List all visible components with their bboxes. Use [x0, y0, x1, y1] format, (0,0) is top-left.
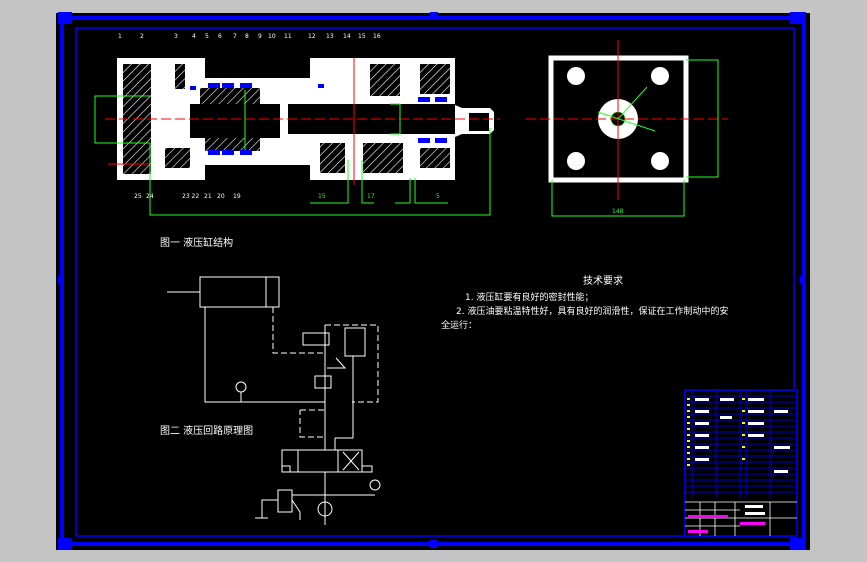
svg-text:6: 6 — [218, 33, 222, 40]
directional-valve — [281, 449, 363, 473]
svg-text:技术要求: 技术要求 — [583, 274, 623, 287]
svg-text:11: 11 — [284, 33, 292, 40]
svg-text:5: 5 — [436, 193, 440, 200]
signature-marks — [688, 515, 765, 533]
dimension-lines — [94, 90, 491, 216]
svg-text:9: 9 — [258, 33, 262, 40]
svg-text:25: 25 — [134, 193, 142, 200]
seals — [190, 83, 447, 155]
parts-list-grid — [685, 390, 797, 498]
svg-text:8: 8 — [245, 33, 249, 40]
hydraulic-circuit — [167, 276, 381, 525]
cylinder-section-view: 1 2 3 4 5 6 7 8 9 10 11 12 13 14 15 16 2… — [94, 33, 500, 249]
svg-text:13: 13 — [326, 33, 334, 40]
svg-text:全运行：: 全运行： — [441, 319, 477, 331]
svg-text:15: 15 — [318, 193, 326, 200]
svg-text:16: 16 — [373, 33, 381, 40]
end-view: 148 — [526, 40, 728, 217]
svg-text:7: 7 — [233, 33, 237, 40]
part-numbers-bottom: 25 24 23 22 21 20 19 — [134, 193, 241, 200]
svg-text:17: 17 — [367, 193, 375, 200]
frame-markers — [58, 12, 806, 550]
item-numbers — [687, 398, 745, 466]
svg-text:1: 1 — [118, 33, 122, 40]
svg-text:4: 4 — [192, 33, 196, 40]
svg-text:10: 10 — [268, 33, 276, 40]
svg-text:3: 3 — [174, 33, 178, 40]
bolt-holes — [567, 67, 669, 170]
svg-text:20: 20 — [217, 193, 225, 200]
svg-text:2: 2 — [140, 33, 144, 40]
svg-text:12: 12 — [308, 33, 316, 40]
figure2-caption: 图二 液压回路原理图 — [160, 424, 253, 437]
svg-text:5: 5 — [205, 33, 209, 40]
pump-symbol — [317, 501, 333, 517]
svg-text:24: 24 — [146, 193, 154, 200]
technical-requirements: 技术要求 1. 液压缸要有良好的密封性能； 2. 液压油要粘温特性好，具有良好的… — [441, 274, 728, 331]
title-block — [684, 389, 798, 537]
part-numbers-top: 1 2 3 4 5 6 7 8 9 10 11 12 13 14 15 16 — [118, 33, 381, 40]
svg-text:2. 液压油要粘温特性好，具有良好的润滑性，保证在工作制动中: 2. 液压油要粘温特性好，具有良好的润滑性，保证在工作制动中的安 — [456, 305, 728, 317]
svg-text:21: 21 — [204, 193, 212, 200]
svg-text:1. 液压缸要有良好的密封性能；: 1. 液压缸要有良好的密封性能； — [465, 291, 593, 303]
figure1-caption: 图一 液压缸结构 — [160, 236, 233, 249]
svg-text:19: 19 — [233, 193, 241, 200]
parts-list-entries — [695, 398, 790, 515]
svg-text:23 22: 23 22 — [182, 193, 199, 200]
svg-text:15: 15 — [358, 33, 366, 40]
svg-text:14: 14 — [343, 33, 351, 40]
width-dimension: 148 — [612, 208, 624, 215]
dimension-texts: 15 17 5 — [318, 193, 440, 200]
